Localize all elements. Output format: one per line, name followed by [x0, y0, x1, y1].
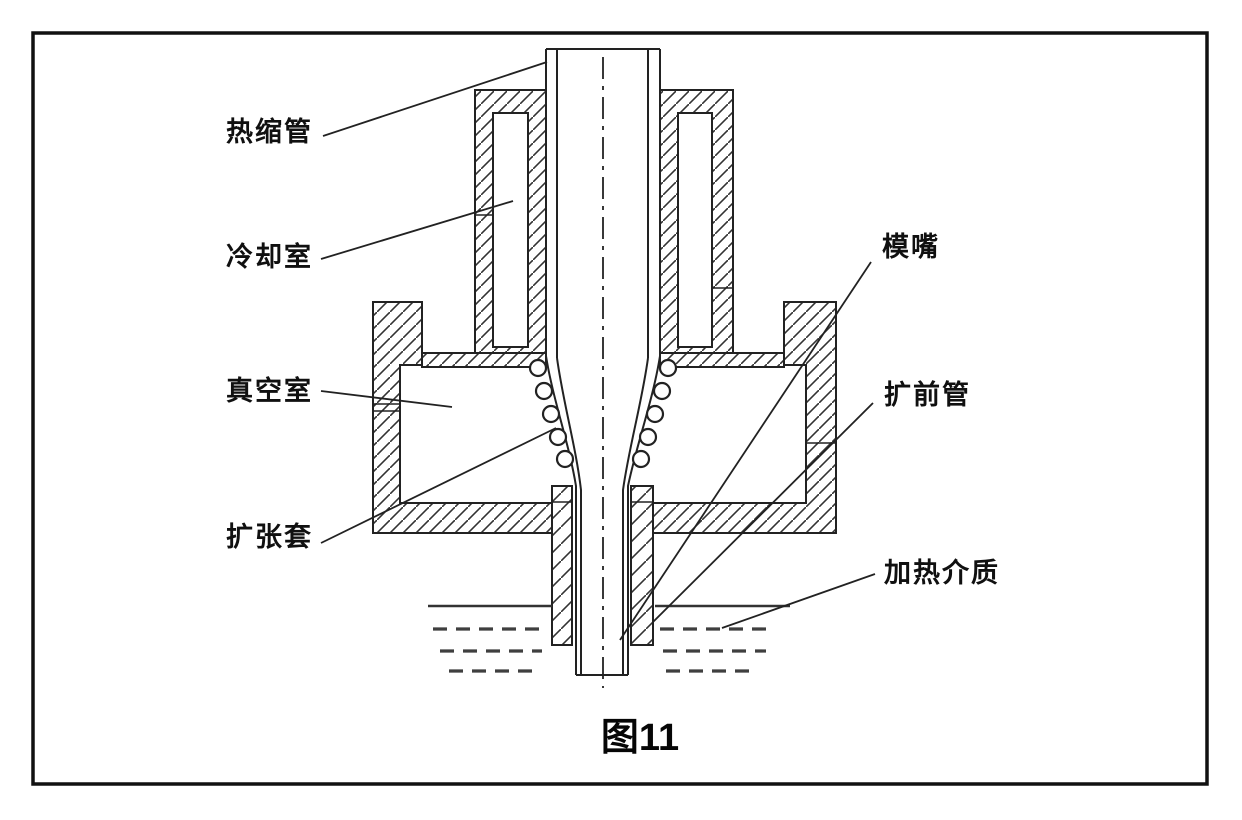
vacuum-wall-left [372, 301, 553, 534]
figure-border [31, 31, 1209, 786]
label-pre-expansion-tube: 扩前管 [884, 379, 971, 410]
label-die-nozzle: 模嘴 [882, 232, 940, 262]
leader-lines [320, 61, 876, 641]
leader-heat-shrink-tube [322, 61, 548, 137]
leader-cooling-chamber [320, 200, 514, 260]
leader-expansion-sleeve [320, 427, 557, 544]
figure-caption: 图11 [601, 717, 679, 759]
vacuum-box-top-plate-right [659, 352, 785, 368]
cooling-block-left [474, 89, 547, 354]
leader-pre-expansion-tube [652, 402, 874, 623]
cooling-channel-left [492, 112, 529, 348]
leader-vacuum-chamber [320, 390, 453, 408]
label-heat-shrink-tube: 热缩管 [226, 116, 313, 147]
label-vacuum-chamber: 真空室 [226, 375, 313, 406]
heat-shrink-tube-outline [545, 48, 661, 676]
heating-medium-lines [428, 604, 790, 673]
die-collar [551, 485, 654, 646]
cooling-block-right [659, 89, 734, 354]
vacuum-box-top-plate-left [421, 352, 547, 368]
cooling-channel-right [677, 112, 713, 348]
label-expansion-sleeve: 扩张套 [226, 522, 313, 552]
label-cooling-chamber: 冷却室 [226, 241, 313, 272]
leader-heating-medium [721, 573, 876, 629]
label-heating-medium: 加热介质 [884, 558, 1000, 588]
leader-die-nozzle [619, 261, 872, 641]
expansion-sleeve-coil [528, 358, 678, 469]
